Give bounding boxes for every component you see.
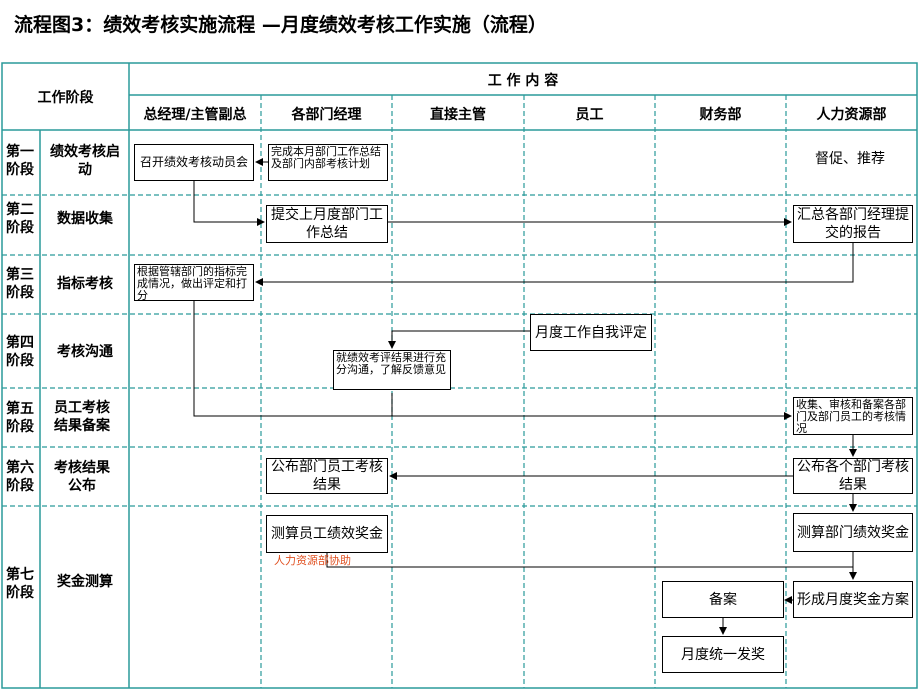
stage-3-num: 第三阶段 — [6, 267, 34, 301]
col-header-gm: 总经理/主管副总 — [143, 107, 247, 123]
box-dept-summary-plan: 完成本月部门工作总结及部门内部考核计划 — [268, 144, 388, 181]
box-calc-employee-bonus: 测算员工绩效奖金 — [266, 515, 388, 553]
stage-4-name: 考核沟通 — [57, 344, 113, 360]
text-urge-recommend: 督促、推荐 — [815, 151, 885, 167]
box-publish-dept-results: 公布各个部门考核结果 — [793, 458, 913, 494]
col-header-supervisor: 直接主管 — [430, 107, 486, 123]
box-feedback-communication: 就绩效考评结果进行充分沟通，了解反馈意见 — [333, 350, 451, 390]
box-gm-evaluate-score: 根据管辖部门的指标完成情况，做出评定和打分 — [134, 264, 254, 302]
stage-2-name: 数据收集 — [57, 211, 113, 227]
page-title: 流程图3：绩效考核实施流程 —月度绩效考核工作实施（流程） — [14, 14, 547, 36]
stage-6-name: 考核结果公布 — [54, 460, 110, 494]
col-header-dept-mgr: 各部门经理 — [291, 107, 362, 123]
box-hr-archive: 收集、审核和备案各部门及部门员工的考核情况 — [793, 397, 913, 435]
box-hr-compile-reports: 汇总各部门经理提交的报告 — [793, 205, 913, 243]
box-calc-dept-bonus: 测算部门绩效奖金 — [793, 513, 913, 552]
stage-4-num: 第四阶段 — [6, 335, 34, 369]
box-finance-record: 备案 — [662, 581, 784, 618]
flow-arrows — [193, 158, 857, 635]
col-header-employee: 员工 — [575, 107, 604, 123]
note-hr-assist: 人力资源部协助 — [274, 554, 351, 567]
stage-5-name: 员工考核结果备案 — [54, 400, 110, 434]
header-stage-col: 工作阶段 — [37, 90, 94, 106]
box-monthly-payout: 月度统一发奖 — [662, 636, 784, 673]
col-header-hr: 人力资源部 — [816, 107, 887, 123]
table-border — [1, 62, 918, 689]
stage-7-name: 奖金测算 — [57, 574, 113, 590]
stage-7-num: 第七阶段 — [6, 567, 34, 601]
stage-5-num: 第五阶段 — [6, 401, 34, 435]
col-header-finance: 财务部 — [699, 107, 742, 123]
box-publish-employee-results: 公布部门员工考核结果 — [266, 458, 388, 494]
box-kickoff-meeting: 召开绩效考核动员会 — [134, 144, 254, 181]
header-work-content: 工 作 内 容 — [487, 73, 559, 89]
stage-3-name: 指标考核 — [57, 276, 113, 292]
stage-1-name: 绩效考核启动 — [50, 144, 120, 178]
stage-6-num: 第六阶段 — [6, 460, 34, 494]
box-submit-summary: 提交上月度部门工作总结 — [266, 205, 388, 243]
box-self-evaluation: 月度工作自我评定 — [530, 314, 652, 351]
stage-2-num: 第二阶段 — [6, 202, 34, 236]
box-monthly-bonus-plan: 形成月度奖金方案 — [793, 581, 913, 618]
stage-1-num: 第一阶段 — [6, 144, 34, 178]
